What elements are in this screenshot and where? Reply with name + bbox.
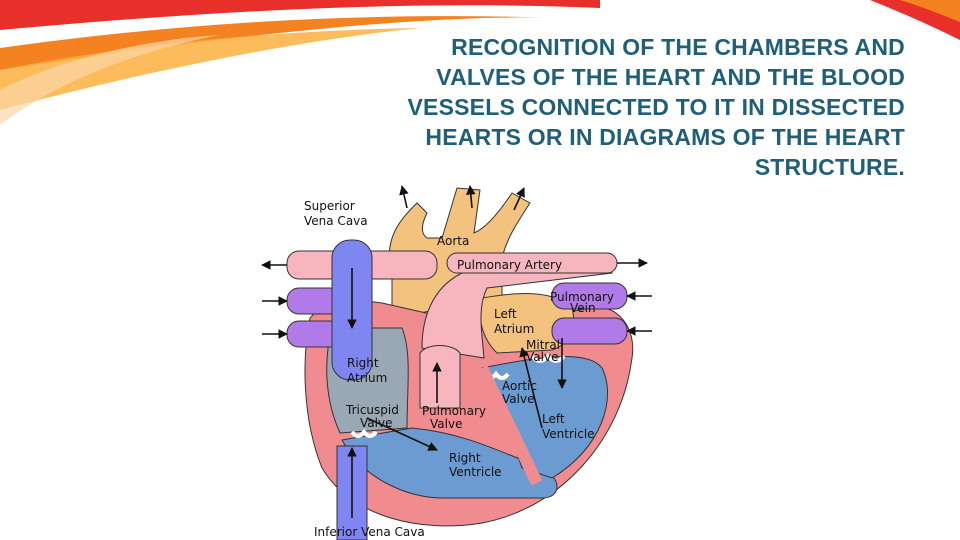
label-pulmonary-valve-2: Valve <box>430 417 462 431</box>
slide-title: RECOGNITION OF THE CHAMBERS AND VALVES O… <box>290 32 905 182</box>
title-line: VALVES OF THE HEART AND THE BLOOD <box>436 64 905 90</box>
right-ventricle-shape <box>341 427 558 499</box>
heart-diagram-svg: Superior Vena Cava Aorta Pulmonary Arter… <box>232 178 660 540</box>
label-tricuspid-valve-1: Tricuspid <box>345 403 399 417</box>
swoosh-red-band <box>0 0 600 30</box>
label-left-atrium-2: Atrium <box>494 322 534 336</box>
label-tricuspid-valve-2: Valve <box>360 416 392 430</box>
pulmonary-trunk-inner <box>419 345 461 409</box>
heart-diagram: Superior Vena Cava Aorta Pulmonary Arter… <box>232 178 660 540</box>
septum-shape <box>476 365 543 486</box>
swoosh-orange-band <box>0 16 560 70</box>
label-right-ventricle-2: Ventricle <box>449 465 502 479</box>
label-pulmonary-vein-1: Pulmonary <box>550 290 614 304</box>
label-superior-vena-cava-2: Vena Cava <box>304 214 368 228</box>
label-pulmonary-vein-2: Vein <box>570 301 596 315</box>
tricuspid-valve-shape <box>350 428 378 438</box>
swoosh-corner-orange <box>900 0 960 22</box>
pulmonary-vein-right-lower <box>551 317 628 345</box>
decorative-swoosh <box>0 0 960 125</box>
label-mitral-valve-1: Mitral <box>526 338 560 352</box>
label-left-ventricle-1: Left <box>542 412 565 426</box>
label-superior-vena-cava-1: Superior <box>304 199 355 213</box>
label-aorta: Aorta <box>437 234 469 248</box>
label-right-ventricle-1: Right <box>449 451 481 465</box>
label-aortic-valve-2: Valve <box>502 392 534 406</box>
label-inferior-vena-cava: Inferior Vena Cava <box>314 525 425 539</box>
label-pulmonary-artery: Pulmonary Artery <box>457 258 562 272</box>
title-line: HEARTS OR IN DIAGRAMS OF THE HEART <box>425 124 905 150</box>
mitral-valve-shape <box>530 352 566 363</box>
label-aortic-valve-1: Aortic <box>502 379 537 393</box>
flow-arrows <box>261 185 652 518</box>
label-mitral-valve-2: Valve <box>526 350 558 364</box>
label-right-atrium-1: Right <box>347 356 379 370</box>
label-left-ventricle-2: Ventricle <box>542 427 595 441</box>
title-line: VESSELS CONNECTED TO IT IN DISSECTED <box>407 94 905 120</box>
swoosh-light-band <box>0 0 220 125</box>
label-right-atrium-2: Atrium <box>347 371 387 385</box>
title-line: RECOGNITION OF THE CHAMBERS AND <box>451 34 905 60</box>
title-line: STRUCTURE. <box>754 154 905 180</box>
label-left-atrium-1: Left <box>494 307 517 321</box>
label-pulmonary-valve-1: Pulmonary <box>422 404 486 418</box>
